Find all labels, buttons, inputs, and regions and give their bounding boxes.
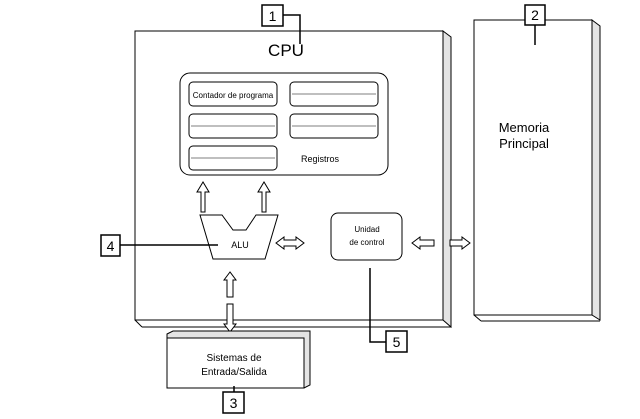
callout-4-label: 4	[107, 238, 115, 254]
callout-1-label: 1	[269, 8, 277, 24]
callout-1: 1	[261, 4, 284, 27]
callout-3-label: 3	[230, 395, 238, 411]
control-unit-label-line1: Unidad	[354, 225, 379, 234]
program-counter-register	[188, 81, 278, 107]
io-system-block: Sistemas de Entrada/Salida	[166, 330, 311, 389]
registers-group: Contador de programa Registros	[179, 72, 389, 176]
callout-3: 3	[222, 391, 245, 414]
callout-5-label: 5	[393, 334, 401, 350]
main-memory-label-line1: Memoria	[499, 120, 550, 135]
alu-to-registers-arrow-left	[196, 181, 210, 213]
callout-leaders	[119, 14, 536, 392]
callout-2-label: 2	[531, 7, 539, 23]
callout-2: 2	[524, 4, 546, 26]
program-counter-label: Contador de programa	[193, 91, 274, 100]
callout-5: 5	[385, 330, 408, 353]
main-memory-label-line2: Principal	[499, 136, 549, 151]
io-system-label-line1: Sistemas de	[206, 353, 261, 364]
alu-to-registers-arrow-right	[257, 181, 271, 213]
alu-io-arrow-down	[223, 303, 237, 333]
io-system-label-line2: Entrada/Salida	[201, 367, 267, 378]
alu-block: ALU	[199, 214, 279, 260]
alu-io-arrow-up	[223, 271, 237, 298]
alu-control-double-arrow	[275, 236, 305, 250]
cpu-title: CPU	[268, 41, 304, 60]
cpu-memory-arrow-left	[411, 236, 435, 250]
cpu-memory-arrow-right	[449, 236, 471, 250]
callout-4: 4	[100, 234, 121, 257]
control-unit-label-line2: de control	[349, 238, 384, 247]
main-memory-block: Memoria Principal	[473, 19, 601, 322]
alu-label: ALU	[231, 240, 249, 250]
registers-caption: Registros	[301, 154, 340, 164]
control-unit-block: Unidad de control	[330, 212, 403, 261]
